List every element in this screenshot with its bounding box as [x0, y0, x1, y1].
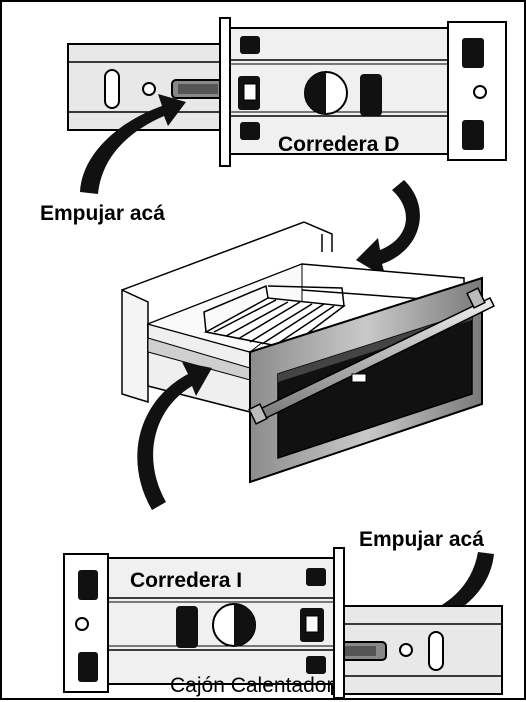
rail-slot [104, 69, 120, 109]
curved-arrow-icon [356, 180, 420, 278]
rail-slot [428, 631, 444, 671]
push-here-label-bottom: Empujar acá [359, 528, 484, 551]
curved-arrow-icon [137, 362, 212, 510]
curved-arrow-icon [80, 94, 186, 194]
left-slide-label: Corredera I [130, 569, 243, 592]
warming-drawer-illustration [121, 221, 496, 484]
figure-caption: Cajón Calentador [170, 674, 334, 697]
push-here-label-top: Empujar acá [40, 202, 165, 225]
right-slide-label: Corredera D [278, 133, 400, 156]
drawer-glass [277, 310, 473, 460]
rail-hole [142, 82, 156, 96]
left-slide-assembly [63, 547, 503, 699]
drawer-rack [203, 284, 346, 349]
right-slide-assembly [67, 17, 507, 167]
rail-hole [399, 643, 413, 657]
